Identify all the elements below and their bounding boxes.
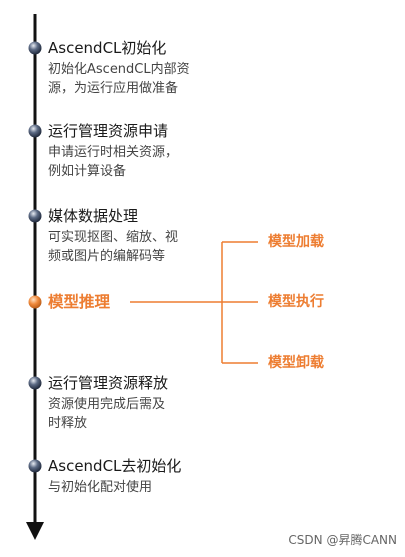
step-runtime-resource-release: 运行管理资源释放 资源使用完成后需及 时释放 xyxy=(48,373,168,433)
step-desc-line: 可实现抠图、缩放、视 xyxy=(48,230,179,245)
step-desc-line: 与初始化配对使用 xyxy=(48,480,153,495)
step-title: 运行管理资源释放 xyxy=(48,374,169,392)
branch-model-execute: 模型执行 xyxy=(268,294,324,310)
step-title-active: 模型推理 xyxy=(48,293,111,311)
step-desc-line: 源，为运行应用做准备 xyxy=(48,81,179,96)
branch-model-unload: 模型卸载 xyxy=(268,355,324,371)
watermark: CSDN @昇腾CANN xyxy=(288,533,397,547)
step-node-active xyxy=(28,295,42,309)
step-node xyxy=(28,376,42,390)
step-desc-line: 时释放 xyxy=(48,416,88,431)
step-desc-line: 申请运行时相关资源， xyxy=(48,145,179,160)
step-title: 媒体数据处理 xyxy=(48,207,139,225)
step-ascendcl-init: AscendCL初始化 初始化AscendCL内部资 源，为运行应用做准备 xyxy=(48,38,190,98)
timeline-arrow-icon xyxy=(26,522,44,540)
step-title: AscendCL初始化 xyxy=(48,39,167,57)
step-desc-line: 例如计算设备 xyxy=(48,164,127,179)
step-desc-line: 频或图片的编解码等 xyxy=(48,249,166,264)
step-node xyxy=(28,41,42,55)
step-desc-line: 资源使用完成后需及 xyxy=(48,397,166,412)
step-model-inference: 模型推理 xyxy=(48,292,110,312)
step-ascendcl-deinit: AscendCL去初始化 与初始化配对使用 xyxy=(48,456,181,497)
step-title: 运行管理资源申请 xyxy=(48,122,169,140)
branch-model-load: 模型加载 xyxy=(268,234,324,250)
step-node xyxy=(28,459,42,473)
step-runtime-resource-request: 运行管理资源申请 申请运行时相关资源， 例如计算设备 xyxy=(48,121,178,181)
step-desc-line: 初始化AscendCL内部资 xyxy=(48,62,190,77)
step-media-data-processing: 媒体数据处理 可实现抠图、缩放、视 频或图片的编解码等 xyxy=(48,206,178,266)
step-node xyxy=(28,124,42,138)
step-title: AscendCL去初始化 xyxy=(48,457,182,475)
step-node xyxy=(28,209,42,223)
